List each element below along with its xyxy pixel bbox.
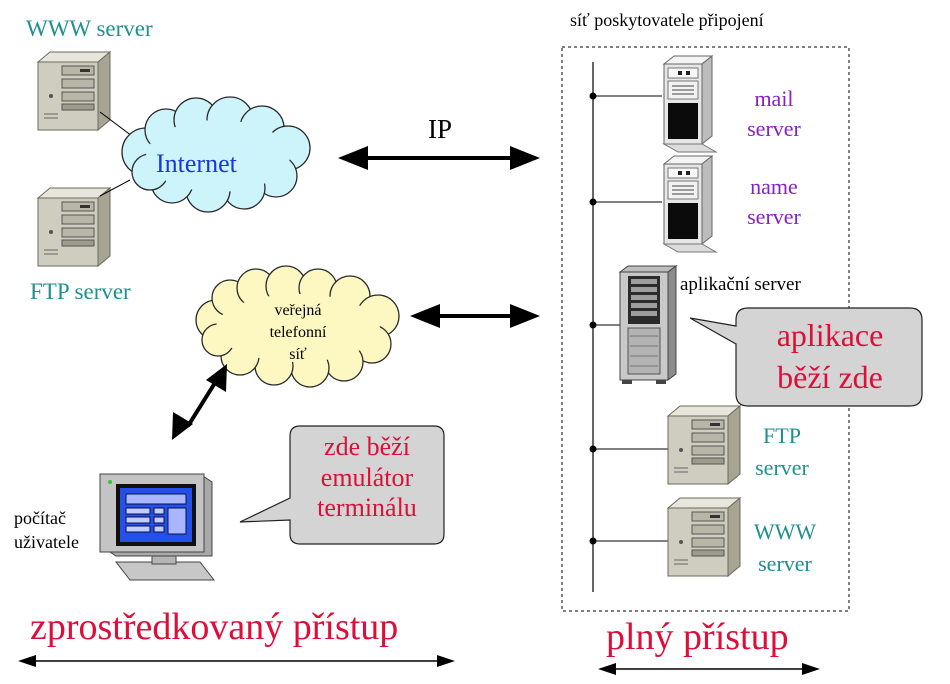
phone-network-line-3: síť	[289, 346, 307, 363]
terminal-computer-icon	[99, 473, 216, 581]
emulator-callout-line-1: zde běží	[324, 432, 410, 461]
www-server-right-icon	[667, 497, 741, 577]
user-pc-line-1: počítač	[14, 508, 66, 528]
mediated-access-label: zprostředkovaný přístup	[30, 606, 399, 648]
mediated-access-arrow	[18, 655, 455, 667]
app-callout-line-2: běží zde	[777, 359, 883, 395]
ftp-server-right-line-2: server	[755, 455, 809, 480]
www-server-right-line-2: server	[758, 551, 812, 576]
ftp-server-tower-icon	[37, 187, 111, 267]
phone-network-label: veřejná telefonní síť	[246, 300, 350, 366]
user-pc-label: počítač uživatele	[14, 506, 79, 554]
www-server-tower-icon	[37, 51, 111, 131]
app-callout-text: aplikace běží zde	[738, 314, 922, 398]
ftp-server-label: FTP server	[30, 279, 131, 304]
backbone-branches	[589, 92, 668, 545]
emulator-callout-text: zde běží emulátor terminálu	[292, 432, 442, 524]
www-server-right-line-1: WWW	[753, 519, 817, 544]
phone-network-line-1: veřejná	[274, 302, 322, 319]
www-server-label: WWW server	[26, 16, 153, 41]
phone-provider-double-arrow-icon	[410, 304, 540, 328]
www-internet-link	[99, 111, 133, 137]
internet-cloud-label: Internet	[156, 149, 237, 178]
ftp-server-right-icon	[667, 405, 741, 485]
emulator-callout-line-3: terminálu	[317, 493, 417, 523]
ftp-server-right-label: FTP server	[744, 420, 820, 484]
full-access-arrow	[598, 663, 820, 675]
ftp-server-right-line-1: FTP	[763, 423, 801, 448]
ip-double-arrow-icon	[338, 146, 540, 170]
ip-label: IP	[428, 114, 453, 144]
name-server-icon	[663, 155, 717, 253]
name-server-line-1: name	[750, 174, 798, 199]
user-pc-line-2: uživatele	[14, 532, 79, 552]
name-server-line-2: server	[747, 204, 801, 229]
mail-server-line-2: server	[747, 116, 801, 141]
www-server-right-label: WWW server	[744, 516, 826, 580]
full-access-label: plný přístup	[606, 616, 789, 658]
internet-cloud-icon	[121, 96, 311, 213]
app-callout-shape	[689, 307, 923, 407]
phone-pc-double-arrow-icon	[172, 364, 227, 440]
phone-network-cloud-icon	[195, 265, 400, 388]
phone-network-line-2: telefonní	[269, 324, 327, 341]
provider-network-label: síť poskytovatele připojení	[570, 10, 764, 30]
ftp-internet-link	[99, 179, 131, 197]
app-rack-server-icon	[619, 265, 677, 385]
name-server-label: name server	[736, 172, 812, 232]
mail-server-line-1: mail	[754, 86, 794, 111]
emulator-callout-line-2: emulátor	[320, 462, 414, 492]
app-server-label: aplikační server	[680, 274, 801, 295]
app-callout-line-1: aplikace	[776, 317, 884, 353]
mail-server-icon	[663, 55, 717, 153]
mail-server-label: mail server	[736, 84, 812, 144]
emulator-callout-shape	[239, 425, 445, 545]
